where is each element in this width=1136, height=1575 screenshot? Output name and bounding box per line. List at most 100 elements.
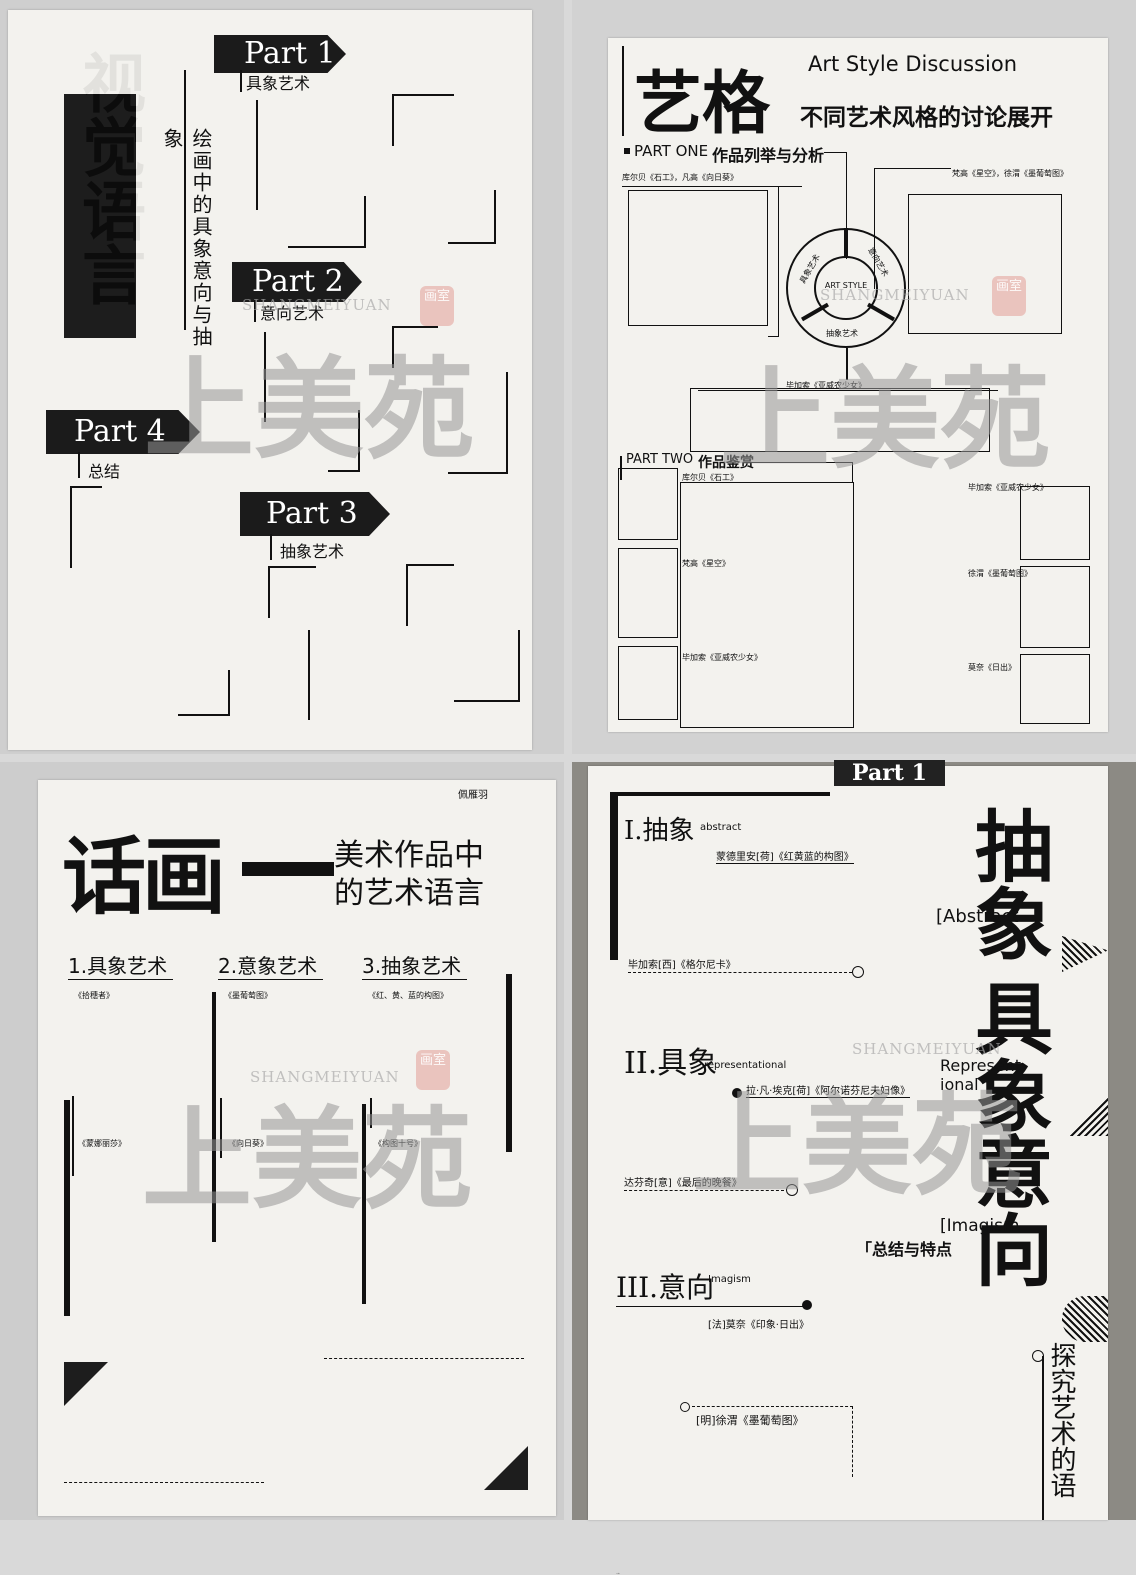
part4-sub: 总结 [88, 462, 121, 481]
explore-dot [1032, 1350, 1044, 1362]
part4-underline [78, 452, 80, 478]
leader-dot [786, 1184, 798, 1196]
entry: 达芬奇[意]《最后的晚餐》 [624, 1178, 742, 1189]
note: 梵高《星空》，徐渭《墨葡萄图》 [952, 169, 1068, 178]
leader-line [624, 1190, 784, 1191]
summary-label: 「总结与特点 [856, 1240, 953, 1259]
hatch-shape [1062, 936, 1108, 972]
big-title-2-en: Represent ional [940, 1056, 1022, 1094]
note: 库尔贝《石工》，凡高《向日葵》 [622, 173, 738, 182]
subtitle-line1: 美术作品中 [334, 838, 484, 873]
hatch-shape [1068, 1096, 1108, 1136]
watermark-seal: 画室 [416, 1050, 450, 1090]
heading-2-en: representational [704, 1060, 787, 1071]
part1-sub: 具象艺术 [246, 74, 311, 93]
big-title-3: 意向 [962, 1132, 1053, 1288]
image-frame [628, 190, 768, 326]
connector [698, 390, 998, 391]
subtitle-line2: 的艺术语言 [334, 876, 484, 911]
part3-tag [240, 492, 390, 536]
note: 梵高《星空》 [682, 559, 730, 568]
part1-tag [214, 35, 346, 73]
part-one-title: 作品列举与分析 [712, 146, 825, 165]
heading-2: II.具象 [624, 1046, 718, 1081]
leader-dot-solid [732, 1088, 742, 1098]
hatch-shape [1062, 1296, 1108, 1342]
note: 《蒙娜丽莎》 [78, 1139, 126, 1148]
watermark-text: 上美苑 [142, 1095, 472, 1224]
bracket [448, 190, 496, 244]
page-title-en: Art Style Discussion [808, 52, 1018, 76]
image-frame [1020, 566, 1090, 648]
entry: [明]徐渭《墨葡萄图》 [696, 1414, 804, 1427]
big-title-3-en: [Imagism [940, 1216, 1020, 1236]
bracket [70, 486, 102, 568]
entry: [法]莫奈《印象·日出》 [708, 1320, 809, 1331]
bracket [178, 670, 230, 716]
page-subtitle: 绘画中的具象意向与抽象 [160, 128, 213, 348]
wheel-divider [844, 228, 848, 258]
corner-triangle [484, 1446, 528, 1490]
big-title-1-en: [Abstract [936, 906, 1019, 927]
section-label: 3.抽象艺术 [362, 950, 468, 980]
part3-sub: 抽象艺术 [280, 542, 345, 561]
note: 《构图十号》 [374, 1139, 422, 1148]
top-part-label: Part 1 [834, 760, 945, 786]
leader-dot-solid [802, 1300, 812, 1310]
title-block [64, 94, 136, 338]
leader-line [692, 1406, 853, 1477]
part2-label: Part 2 [252, 264, 344, 299]
explore-rule [1042, 1356, 1044, 1520]
big-title-2: 具象 [962, 978, 1053, 1134]
connector [824, 152, 847, 259]
top-rule [610, 792, 830, 796]
part2-tag [232, 262, 362, 302]
corner-triangle [64, 1362, 108, 1406]
sheet-art-style: 艺格 Art Style Discussion 不同艺术风格的讨论展开 PART… [608, 38, 1108, 732]
section-note: 《红、黄、蓝的构图》 [368, 991, 448, 1000]
part-one-label: PART ONE [634, 142, 709, 160]
author: 佩雁羽 [458, 790, 488, 801]
bracket [268, 566, 316, 618]
entry: 蒙德里安[荷]《红黄蓝的构图》 [716, 848, 854, 864]
part-two-label: PART TWO [626, 452, 694, 467]
photo-bottom-right: Part 1 I.抽象 abstract 蒙德里安[荷]《红黄蓝的构图》 毕加索… [572, 760, 1136, 1575]
heading-1: I.抽象 [624, 816, 695, 846]
image-frame [908, 194, 1062, 334]
part1-underline [240, 70, 242, 92]
wheel-segment: 抽象艺术 [826, 329, 858, 338]
note: 毕加索《亚威农少女》 [786, 381, 866, 390]
connector [768, 186, 779, 337]
leader-dot [680, 1402, 690, 1412]
left-rule [610, 792, 618, 960]
heading-3: III.意向 [616, 1271, 715, 1304]
note: 莫奈《日出》 [968, 663, 1016, 672]
bracket [308, 630, 310, 720]
title-dash [242, 862, 334, 876]
page-title: 话画 [62, 827, 226, 926]
bar [506, 974, 512, 1152]
bracket [448, 372, 508, 474]
explore-title: 探究艺术的语 [1046, 1342, 1076, 1498]
watermark-latin: SHANGMEIYUAN [820, 286, 970, 304]
part3-label: Part 3 [266, 496, 358, 531]
part3-underline [270, 534, 272, 560]
watermark-latin: SHANGMEIYUAN [242, 296, 392, 314]
image-frame [680, 482, 854, 728]
page-title: 艺格 [634, 64, 771, 144]
bracket [288, 196, 366, 248]
part-one-bullet [624, 148, 630, 154]
photo-top-right: 艺格 Art Style Discussion 不同艺术风格的讨论展开 PART… [572, 0, 1136, 754]
connector [846, 348, 848, 380]
bracket [256, 100, 258, 210]
part4-label: Part 4 [74, 414, 166, 449]
bar [362, 1104, 366, 1304]
image-frame [618, 548, 678, 638]
image-frame [1020, 654, 1090, 724]
dash-line [64, 1482, 264, 1483]
page-subtitle: 不同艺术风格的讨论展开 [800, 104, 1053, 131]
part4-tag [46, 410, 200, 454]
heading-3-en: Imagism [708, 1274, 751, 1285]
big-title-1: 抽象 [962, 806, 1053, 962]
part-two-title: 作品鉴赏 [698, 455, 754, 471]
